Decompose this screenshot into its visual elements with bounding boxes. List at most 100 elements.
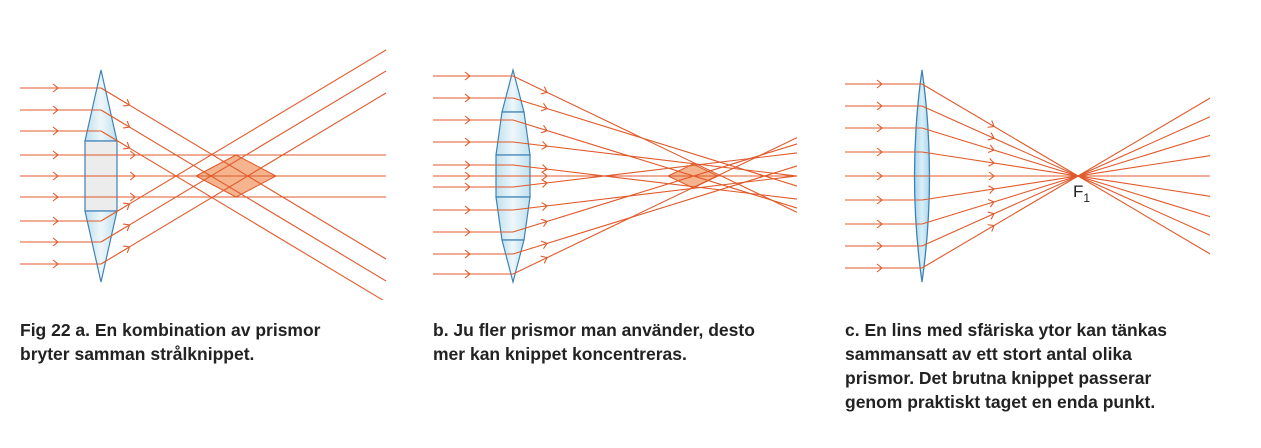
ray bbox=[512, 141, 798, 177]
caption-a-line-2: bryter samman strålknippet. bbox=[20, 344, 255, 364]
panel-a-prism-pair bbox=[20, 49, 387, 300]
ray bbox=[100, 70, 387, 243]
ray-arrow bbox=[541, 164, 548, 173]
ray-arrow bbox=[988, 185, 995, 195]
caption-b: b. Ju fler prismor man använder, desto m… bbox=[433, 318, 755, 366]
ray-arrow bbox=[464, 71, 471, 81]
panel-c-spherical-lens: F1 bbox=[845, 69, 1211, 283]
ray-arrow bbox=[464, 249, 471, 259]
ray-arrow bbox=[541, 179, 548, 188]
ray-arrow bbox=[876, 219, 883, 229]
ray-arrow bbox=[540, 86, 548, 95]
caption-c: c. En lins med sfäriska ytor kan tänkas … bbox=[845, 318, 1167, 414]
lower-prism bbox=[84, 210, 118, 283]
ray-arrow bbox=[123, 245, 131, 254]
ray-arrow bbox=[540, 102, 548, 112]
ray-arrow bbox=[52, 83, 59, 93]
ray bbox=[100, 130, 384, 300]
ray-arrow bbox=[988, 157, 995, 167]
ray-arrow bbox=[52, 150, 59, 160]
ray-arrow bbox=[541, 202, 548, 211]
ray-arrow bbox=[541, 171, 548, 181]
ray-arrow bbox=[52, 171, 59, 181]
ray bbox=[512, 143, 798, 233]
ray-arrow bbox=[987, 120, 995, 128]
ray-arrow bbox=[876, 263, 883, 273]
ray-arrow bbox=[52, 216, 59, 226]
panel-b-many-prisms bbox=[433, 67, 798, 285]
ray-arrow bbox=[464, 93, 471, 103]
ray-arrow bbox=[129, 150, 137, 160]
ray-arrow bbox=[52, 126, 59, 136]
caption-a: Fig 22 a. En kombination av prismor bryt… bbox=[20, 318, 320, 366]
ray bbox=[512, 165, 798, 255]
ray-arrow bbox=[987, 211, 995, 220]
ray bbox=[512, 137, 798, 275]
ray-arrow bbox=[123, 223, 131, 232]
ray-bundle bbox=[845, 79, 1211, 273]
ray-arrow bbox=[464, 137, 471, 147]
ray bbox=[100, 109, 387, 282]
ray-arrow bbox=[123, 98, 131, 107]
ray-arrow bbox=[541, 141, 548, 150]
ray-arrow bbox=[129, 171, 137, 181]
ray bbox=[921, 134, 1211, 225]
ray-arrow bbox=[876, 79, 883, 89]
ray-bundle bbox=[20, 49, 387, 300]
caption-c-line-3: prismor. Det brutna knippet passerar bbox=[845, 368, 1152, 388]
ray-arrow bbox=[876, 171, 883, 181]
ray-arrow bbox=[876, 147, 883, 157]
ray-arrow bbox=[123, 120, 131, 129]
ray-arrow bbox=[464, 227, 471, 237]
ray-arrow bbox=[540, 218, 548, 228]
prism-4 bbox=[495, 196, 531, 241]
ray-arrow bbox=[464, 182, 471, 192]
ray bbox=[100, 49, 387, 222]
ray bbox=[921, 105, 1211, 236]
ray bbox=[512, 97, 798, 187]
ray bbox=[512, 175, 798, 211]
ray bbox=[100, 87, 387, 260]
ray bbox=[921, 127, 1211, 218]
ray-arrow bbox=[52, 192, 59, 202]
ray-arrow bbox=[123, 141, 131, 150]
prism-5 bbox=[501, 239, 525, 285]
ray bbox=[921, 97, 1211, 269]
focal-label: F bbox=[1073, 182, 1083, 201]
optics-diagram: F1 bbox=[20, 49, 1211, 300]
ray-arrow bbox=[987, 198, 995, 208]
ray-arrow bbox=[987, 224, 995, 232]
ray-arrow bbox=[464, 269, 471, 279]
ray bbox=[921, 155, 1211, 201]
ray-arrow bbox=[540, 124, 548, 134]
focal-point-label: F1 bbox=[1073, 182, 1090, 205]
prism-2 bbox=[495, 111, 531, 156]
caption-c-line-4: genom praktiskt taget en enda punkt. bbox=[845, 392, 1156, 412]
ray-arrow bbox=[464, 205, 471, 215]
caption-c-line-2: sammansatt av ett stort antal olika bbox=[845, 344, 1132, 364]
ray-arrow bbox=[52, 237, 59, 247]
ray-bundle bbox=[433, 71, 798, 279]
caption-c-line-1: c. En lins med sfäriska ytor kan tänkas bbox=[845, 320, 1167, 340]
ray-arrow bbox=[464, 115, 471, 125]
upper-prism bbox=[84, 69, 118, 142]
ray-arrow bbox=[988, 171, 995, 181]
ray-arrow bbox=[123, 202, 131, 211]
ray-arrow bbox=[52, 105, 59, 115]
ray-arrow bbox=[987, 132, 995, 141]
caption-a-line-1: Fig 22 a. En kombination av prismor bbox=[20, 320, 321, 340]
ray-arrow bbox=[876, 101, 883, 111]
ray bbox=[921, 116, 1211, 247]
ray-arrow bbox=[464, 160, 471, 170]
ray-arrow bbox=[876, 123, 883, 133]
focal-subscript: 1 bbox=[1083, 191, 1090, 205]
ray bbox=[512, 119, 798, 209]
ray bbox=[512, 75, 798, 213]
caption-b-line-1: b. Ju fler prismor man använder, desto bbox=[433, 320, 755, 340]
ray-arrow bbox=[540, 255, 548, 264]
ray-arrow bbox=[540, 240, 548, 250]
ray-arrow bbox=[129, 192, 137, 202]
ray-arrow bbox=[52, 259, 59, 269]
ray bbox=[921, 151, 1211, 197]
ray bbox=[512, 164, 798, 200]
